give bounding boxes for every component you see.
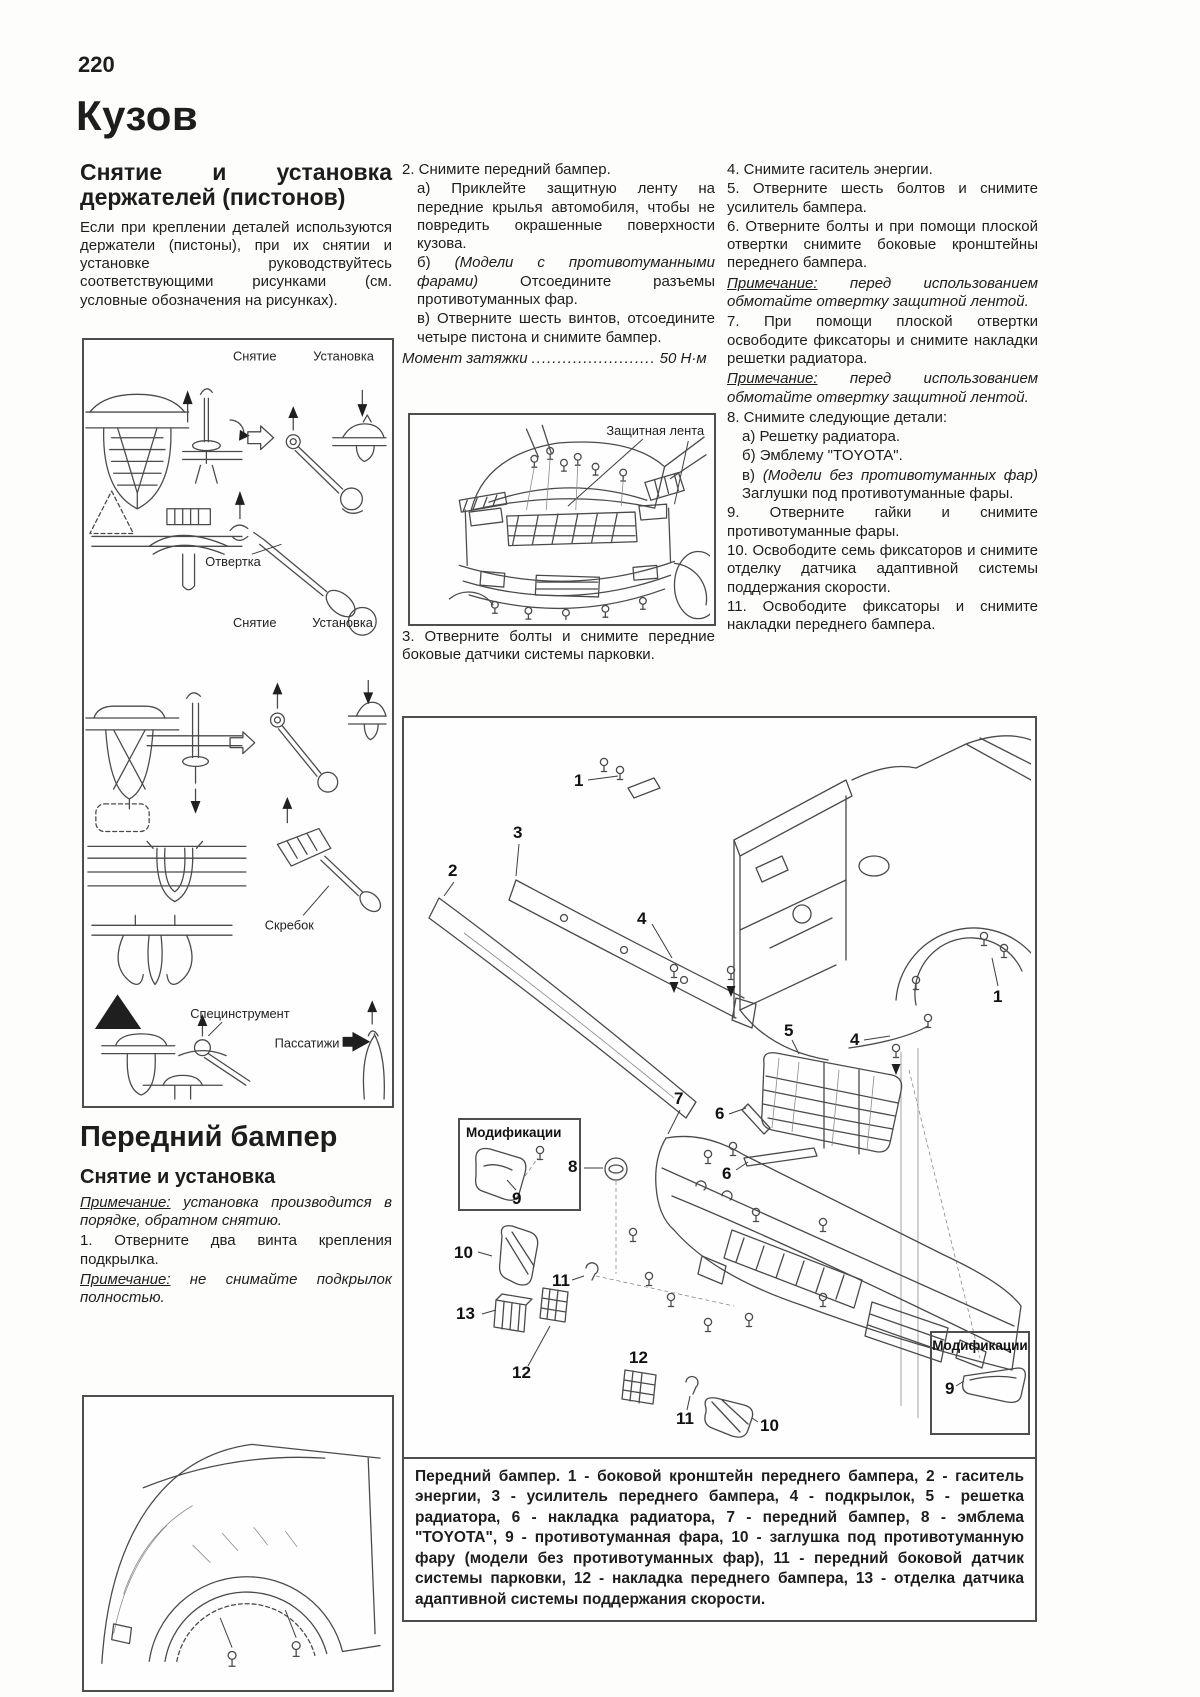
callout-9b: 9 <box>945 1379 954 1398</box>
protective-tape-figure: Защитная лента <box>408 413 723 626</box>
step-8b: б) Эмблему "TOYOTA". <box>742 447 903 465</box>
fig1-label-scraper: Скребок <box>265 917 314 932</box>
step-8a: а) Решетку радиатора. <box>742 428 901 446</box>
fig1-label-removal-1: Снятие <box>233 349 276 364</box>
pistons-intro: Если при креплении деталей используются … <box>80 218 392 309</box>
callout-5: 5 <box>784 1021 793 1040</box>
callout-6a: 6 <box>715 1104 724 1123</box>
fig1-label-install-2: Установка <box>312 615 373 630</box>
step-9: 9. Отверните гайки и снимите противотума… <box>727 504 1038 540</box>
exploded-diagram: 1 3 2 4 4 1 <box>428 735 1031 1438</box>
fender-liner-figure <box>82 1395 394 1692</box>
exploded-diagram-frame: 1 3 2 4 4 1 <box>402 716 1037 1623</box>
diagram-caption: Передний бампер. 1 - боковой кронштейн п… <box>404 1457 1035 1620</box>
fasteners-figure: Снятие Установка <box>82 338 394 1108</box>
step-2: 2. Снимите передний бампер. <box>402 161 611 178</box>
car-front-drawing: Защитная лента <box>448 423 723 622</box>
step-2a: а) Приклейте защитную ленту на передние … <box>417 180 715 253</box>
front-bumper-heading: Передний бампер <box>80 1121 338 1153</box>
callout-13: 13 <box>456 1304 475 1323</box>
step-10: 10. Освободите семь фиксаторов и снимите… <box>727 541 1038 596</box>
callout-2: 2 <box>448 861 457 880</box>
step-3-block: 3. Отверните болты и снимите передние бо… <box>402 628 715 666</box>
step-5: 5. Отверните шесть болтов и снимите усил… <box>727 180 1038 216</box>
step-8: 8. Снимите следующие детали: <box>727 408 948 426</box>
fb-step-1: 1. Отверните два винта крепления подкрыл… <box>80 1232 392 1268</box>
step-11: 11. Освободите фиксаторы и снимите накла… <box>727 597 1038 634</box>
fig1-label-install-1: Установка <box>313 349 374 364</box>
callout-10b: 10 <box>760 1416 779 1435</box>
torque-spec: Момент затяжки........................50… <box>402 349 707 367</box>
step-3: 3. Отверните болты и снимите передние бо… <box>402 628 715 664</box>
fig1-label-special-tool: Специнструмент <box>190 1006 290 1021</box>
step-4: 4. Снимите гаситель энергии. <box>727 161 933 178</box>
mod-label-left: Модификации <box>466 1125 561 1140</box>
pistons-section: Снятие и установка держателей (пистонов)… <box>80 159 392 311</box>
callout-12b: 12 <box>629 1348 648 1367</box>
callout-3: 3 <box>513 823 522 842</box>
fig1-label-screwdriver: Отвертка <box>205 554 261 569</box>
callout-4a: 4 <box>637 909 647 928</box>
callout-9a: 9 <box>512 1189 521 1208</box>
step-6: 6. Отверните болты и при помощи плоской … <box>727 217 1038 272</box>
page-title: Кузов <box>76 92 199 139</box>
callout-6b: 6 <box>722 1164 731 1183</box>
callout-8: 8 <box>568 1157 577 1176</box>
fender-liner-drawing <box>101 1443 381 1667</box>
note-2: Примечание: перед использованием обмотай… <box>727 370 1038 406</box>
callout-7: 7 <box>674 1089 683 1108</box>
callout-12a: 12 <box>512 1363 531 1382</box>
front-bumper-subheading: Снятие и установка <box>80 1166 276 1189</box>
fb-note-1: Примечание: установка производится в пор… <box>80 1193 392 1230</box>
front-bumper-section: Передний бампер Снятие и установка Приме… <box>80 1120 392 1310</box>
fig1-label-pliers: Пассатижи <box>275 1036 340 1051</box>
step-2c: в) Отверните шесть винтов, отсоедините ч… <box>417 310 715 346</box>
step-2b: б) (Модели с противотуманными фарами) От… <box>417 254 715 309</box>
middle-steps: 2. Снимите передний бампер. а) Приклейте… <box>402 161 715 368</box>
callout-1b: 1 <box>993 987 1002 1006</box>
callout-11b: 11 <box>676 1409 694 1428</box>
mod-label-right: Модификации <box>932 1338 1027 1353</box>
step-8c: в) (Модели без противотуманных фар) Загл… <box>742 466 1038 503</box>
note-1: Примечание: перед использованием обмотай… <box>727 274 1038 311</box>
step-7: 7. При помощи плоской отвертки освободит… <box>727 313 1038 367</box>
callout-10a: 10 <box>454 1243 473 1262</box>
callout-4b: 4 <box>850 1030 860 1049</box>
fig1-label-removal-2: Снятие <box>233 615 276 630</box>
callout-1a: 1 <box>574 771 583 790</box>
fb-note-2: Примечание: не снимайте подкрылок полнос… <box>80 1270 392 1307</box>
fig2-label-tape: Защитная лента <box>606 423 705 438</box>
pistons-heading: Снятие и установка держателей (пистонов) <box>80 159 392 211</box>
page-number: 220 <box>78 52 115 77</box>
fasteners-drawing: Снятие Установка <box>85 349 387 1100</box>
callout-11a: 11 <box>552 1271 570 1290</box>
right-steps: 4. Снимите гаситель энергии. 5. Отвернит… <box>727 161 1038 635</box>
